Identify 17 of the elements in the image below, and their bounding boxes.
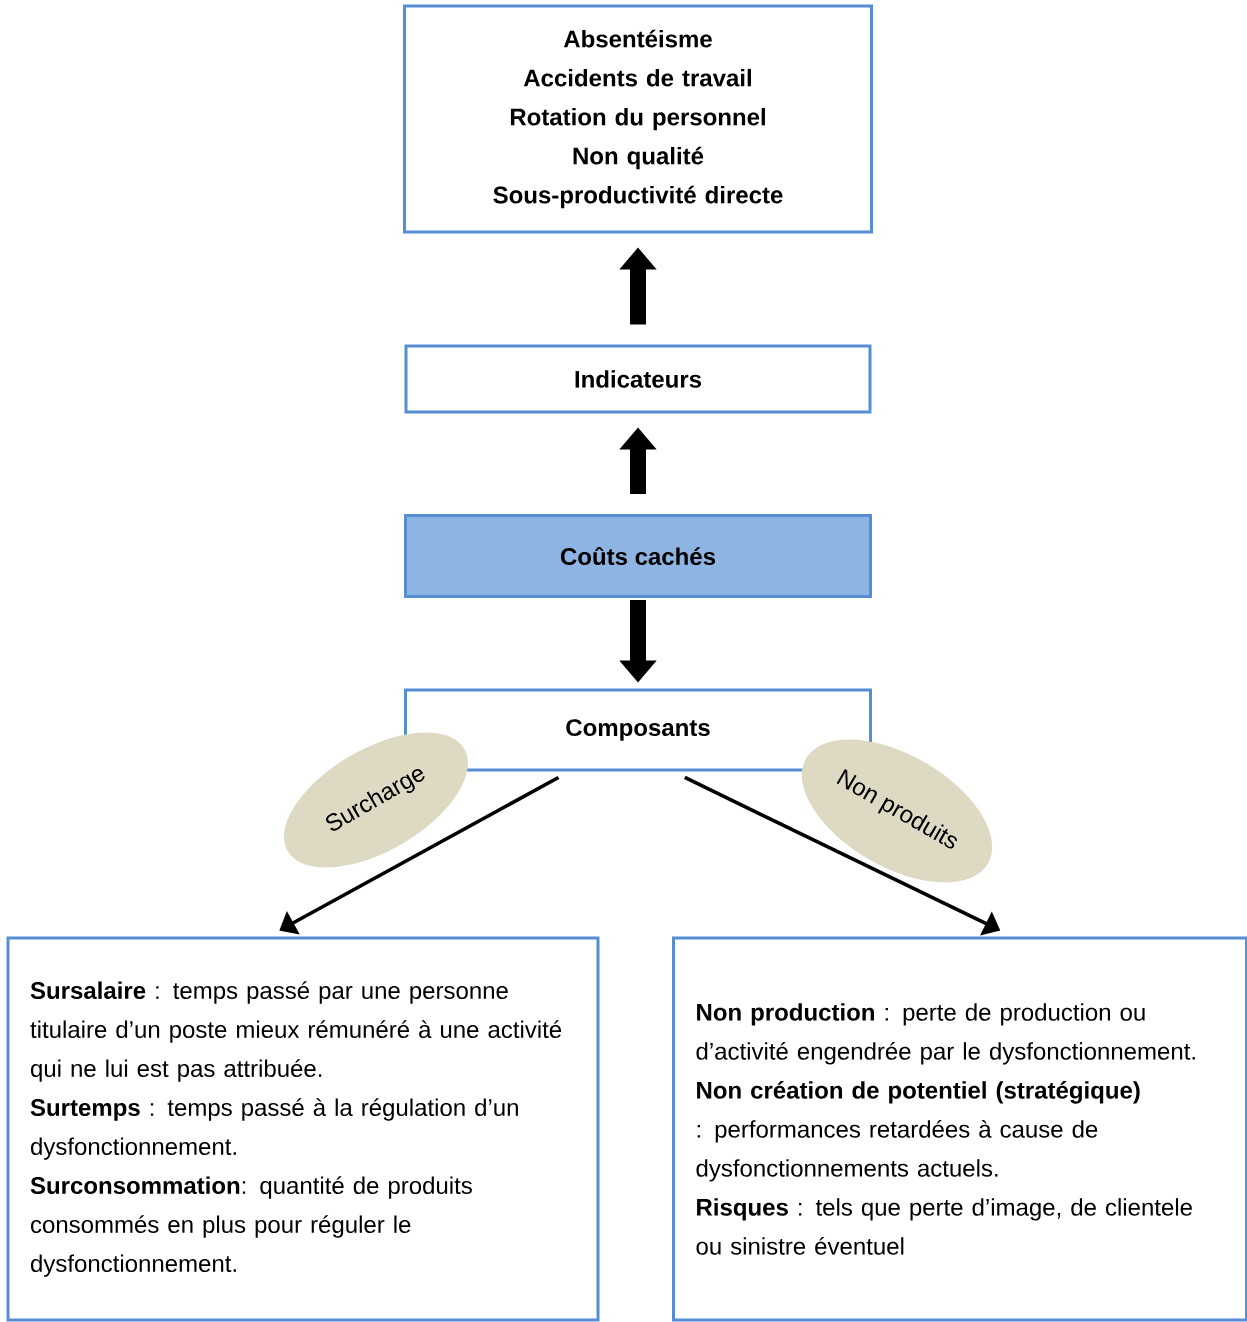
list-item: Rotation du personnel <box>510 107 765 131</box>
label-box: Indicateurs <box>404 344 872 414</box>
paragraph: Surconsommation: quantité de produits consommés en plus pour réguler le dysfonctionnement. <box>30 1176 472 1277</box>
paragraph: Non création de potentiel (stratégique) : performances retardées à cause de dysfonctionnements actuels. <box>696 1080 1140 1182</box>
list-item: Sous-productivité directe <box>493 185 783 209</box>
paragraph: Surtemps : temps passé à la régulation d’un dysfonctionnement. <box>30 1098 518 1160</box>
text-box <box>6 936 600 1322</box>
arrow <box>279 775 560 935</box>
paragraph: Risques : tels que perte d’image, de clientele ou sinistre éventuel <box>696 1198 1192 1255</box>
paragraph: Non production : perte de production ou d’activité engendrée par le dysfonctionnement. <box>696 1003 1195 1065</box>
paragraph: Sursalaire : temps passé par une personne titulaire d’un poste mieux rémunéré à une activité qui ne lui est pas attribuée. <box>30 981 562 1082</box>
text-box <box>672 936 1247 1322</box>
list-box <box>403 4 873 234</box>
list-item: Absentéisme <box>563 29 712 48</box>
label-box: Coûts cachés <box>404 514 872 598</box>
list-item: Non qualité <box>573 146 704 170</box>
list-item: Accidents de travail <box>523 68 751 87</box>
